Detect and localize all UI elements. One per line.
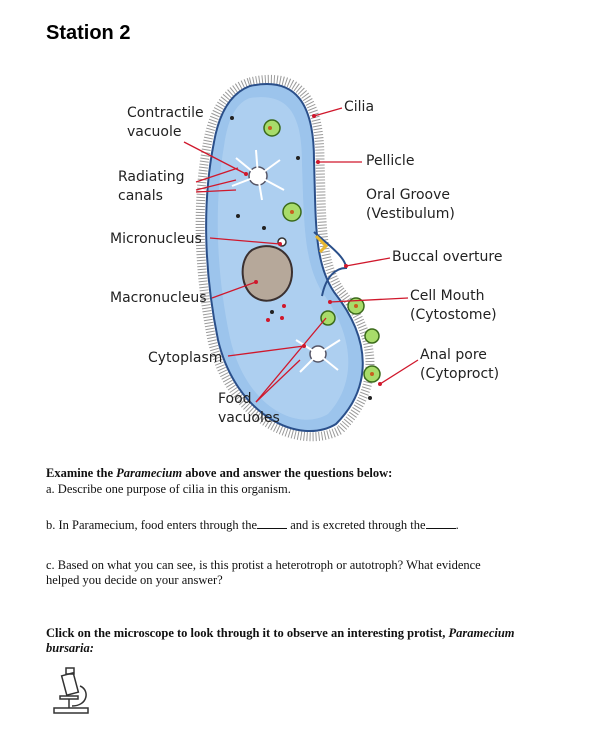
question-a: a. Describe one purpose of cilia in this…: [46, 482, 291, 496]
question-c: c. Based on what you can see, is this pr…: [46, 558, 481, 587]
question-b: b. In Paramecium, food enters through th…: [46, 518, 459, 532]
label-cell-mouth: Cell Mouth (Cytostome): [410, 288, 497, 323]
label-food-vacuoles: Food vacuoles: [218, 391, 280, 426]
macronucleus: [241, 245, 294, 302]
label-macronucleus: Macronucleus: [110, 290, 207, 306]
label-anal-pore: Anal pore (Cytoproct): [420, 347, 500, 382]
microscope-icon[interactable]: [52, 666, 92, 719]
label-oral-groove: Oral Groove (Vestibulum): [366, 187, 455, 222]
label-buccal-overture: Buccal overture: [392, 249, 503, 265]
label-cilia: Cilia: [344, 99, 375, 115]
leader-lines: [183, 107, 419, 403]
microscope-prompt: Click on the microscope to look through …: [46, 626, 515, 655]
label-pellicle: Pellicle: [366, 153, 415, 169]
answer-blank-1[interactable]: [257, 518, 288, 529]
paramecium-diagram: [183, 74, 419, 442]
contractile-vacuole-top: [231, 149, 285, 201]
questions-heading: Examine the Paramecium above and answer …: [46, 466, 393, 480]
contractile-vacuole-bottom: [295, 339, 341, 373]
label-radiating-canals: Radiating canals: [118, 169, 185, 204]
label-contractile-vacuole: Contractile vacuole: [127, 105, 204, 140]
page-title: Station 2: [46, 22, 131, 44]
label-cytoplasm: Cytoplasm: [148, 350, 223, 366]
answer-blank-2[interactable]: [425, 518, 456, 529]
label-micronucleus: Micronucleus: [110, 231, 202, 247]
